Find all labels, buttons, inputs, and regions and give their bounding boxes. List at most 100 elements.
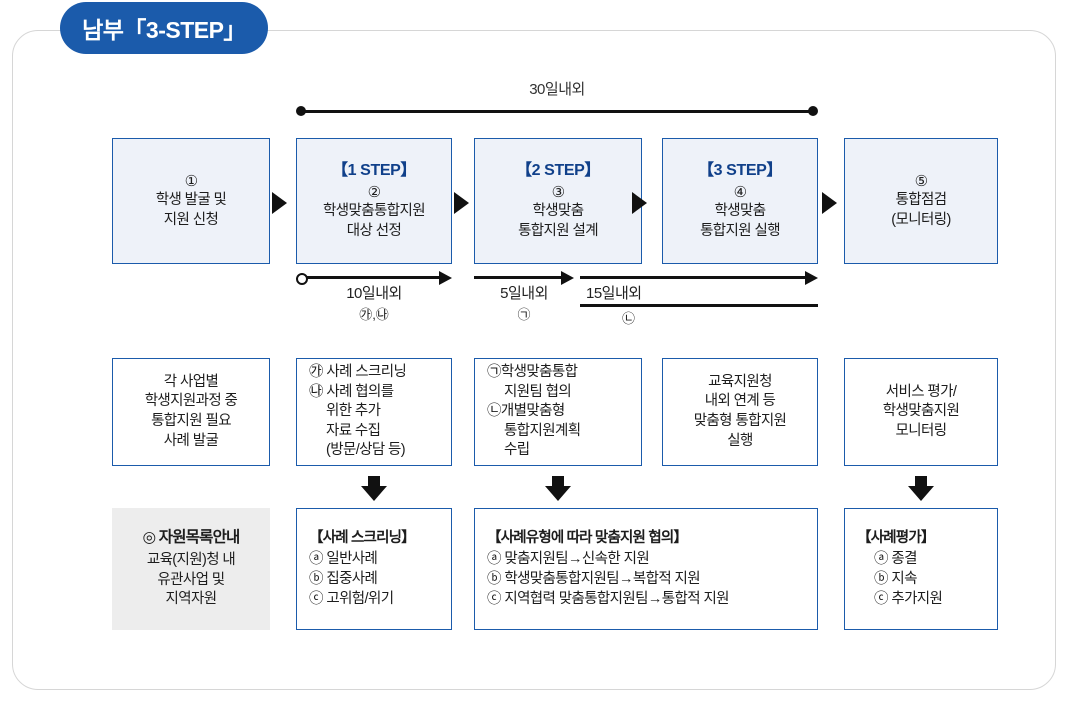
arrow-head-icon-2 [561,270,574,285]
outer-frame [12,30,1056,690]
step-2-number: ② [367,183,381,201]
mid-timeline-1-sub: ㉮,㉯ [359,307,389,322]
mid-timeline-2-label: 5일내외 [500,285,548,302]
resource-guide-line-2: 유관사업 및 [157,571,225,588]
step-2-line-2: 대상 선정 [346,223,402,240]
step-4-line-1: 학생맞춤 [714,203,767,220]
evaluation-line-2: ⓑ 지속 [874,571,917,587]
detail-box-2[interactable]: ㉮ 사례 스크리닝 ㉯ 사례 협의를 위한 추가 자료 수집 (방문/상담 등) [296,358,452,466]
step-box-5[interactable]: ⑤ 통합점검 (모니터링) [844,138,998,264]
arrow-down-icon-1 [361,476,387,502]
top-timeline: 30일내외 [296,78,818,118]
arrow-down-icon-3 [908,476,934,502]
mid-timeline-1: 10일내외 ㉮,㉯ [296,270,452,328]
detail-3-line-5: 수립 [504,442,530,459]
detail-3-line-2: 지원팀 협의 [504,383,572,400]
evaluation-line-3: ⓒ 추가지원 [874,590,943,607]
detail-box-1[interactable]: 각 사업별 학생지원과정 중 통합지원 필요 사례 발굴 [112,358,270,466]
timeline-end-dot-icon [808,106,818,116]
evaluation-head: 【사례평가】 [857,529,935,546]
title-badge: 남부「3-STEP」 [60,2,268,54]
mid-timeline-3-line [580,276,805,279]
step-box-3[interactable]: 【2 STEP】 ③ 학생맞춤 통합지원 설계 [474,138,642,264]
screening-head: 【사례 스크리닝】 [309,529,416,546]
mid-timeline-1-line [300,276,439,279]
detail-1-line-3: 통합지원 필요 [151,413,231,429]
step-3-line-2: 통합지원 설계 [518,223,598,240]
detail-2-line-5: (방문/상담 등) [326,442,406,459]
arrow-right-icon-1 [272,192,287,214]
detail-1-line-2: 학생지원과정 중 [144,393,238,410]
detail-box-3[interactable]: ㉠학생맞춤통합 지원팀 협의 ㉡개별맞춤형 통합지원계획 수립 [474,358,642,466]
detail-4-line-3: 맞춤형 통합지원 [693,413,787,429]
arrow-right-icon-4 [822,192,837,214]
detail-box-5[interactable]: 서비스 평가/ 학생맞춤지원 모니터링 [844,358,998,466]
detail-5-line-2: 학생맞춤지원 [882,403,960,420]
top-timeline-label: 30일내외 [529,81,585,98]
consultation-line-2: ⓑ 학생맞춤통합지원팀→복합적 지원 [487,571,701,587]
step-5-line-2: (모니터링) [891,211,951,228]
mid-timeline-3-label: 15일내외 [586,285,642,302]
consultation-head: 【사례유형에 따라 맞춤지원 협의】 [487,529,688,546]
step-4-label: 【3 STEP】 [698,162,782,180]
evaluation-box[interactable]: 【사례평가】 ⓐ 종결 ⓑ 지속 ⓒ 추가지원 [844,508,998,630]
mid-timeline-2: 5일내외 ㉠ [474,270,574,328]
step-2-line-1: 학생맞춤통합지원 [323,203,426,220]
detail-4-line-1: 교육지원청 [708,373,772,390]
step-1-line-2: 지원 신청 [163,211,219,228]
arrow-right-icon-3 [632,192,647,214]
evaluation-line-1: ⓐ 종결 [874,551,917,568]
step-5-number: ⑤ [914,172,928,190]
step-3-number: ③ [551,183,565,201]
detail-3-line-1: ㉠학생맞춤통합 [487,364,578,381]
detail-3-line-4: 통합지원계획 [504,422,581,439]
detail-2-line-1: ㉮ 사례 스크리닝 [309,364,407,381]
detail-5-line-1: 서비스 평가/ [885,383,957,400]
detail-4-line-2: 내외 연계 등 [704,393,776,410]
mid-timeline-2-sub: ㉠ [517,307,531,322]
detail-2-line-3: 위한 추가 [326,403,381,420]
mid-timeline-3-sub: ㉡ [622,311,636,326]
step-5-line-1: 통합점검 [895,192,948,209]
mid-timeline-3-rule [580,304,818,307]
top-timeline-line [300,110,814,113]
step-1-number: ① [184,172,198,190]
resource-guide-line-1: 교육(지원)청 내 [146,552,236,569]
detail-4-line-4: 실행 [727,432,753,449]
mid-timeline-1-label: 10일내외 [346,285,402,302]
timeline-start-dot-icon [296,106,306,116]
detail-1-line-1: 각 사업별 [163,373,219,390]
screening-box[interactable]: 【사례 스크리닝】 ⓐ 일반사례 ⓑ 집중사례 ⓒ 고위험/위기 [296,508,452,630]
step-4-number: ④ [733,183,747,201]
screening-line-1: ⓐ 일반사례 [309,551,378,568]
detail-box-4[interactable]: 교육지원청 내외 연계 등 맞춤형 통합지원 실행 [662,358,818,466]
consultation-line-1: ⓐ 맞춤지원팀→신속한 지원 [487,551,650,568]
detail-2-line-2: ㉯ 사례 협의를 [309,383,394,400]
step-3-label: 【2 STEP】 [516,162,600,180]
timeline-open-dot-icon [296,272,308,285]
arrow-down-icon-2 [545,476,571,502]
detail-2-line-4: 자료 수집 [326,422,381,439]
screening-line-2: ⓑ 집중사례 [309,571,378,587]
mid-timeline-2-line [474,276,561,279]
resource-guide-head: ◎ 자원목록안내 [142,529,241,547]
arrow-head-icon-1 [439,270,452,285]
step-box-1[interactable]: ① 학생 발굴 및 지원 신청 [112,138,270,264]
consultation-line-3: ⓒ 지역협력 맞춤통합지원팀→통합적 지원 [487,590,730,607]
step-3-line-1: 학생맞춤 [532,203,585,220]
step-2-label: 【1 STEP】 [332,162,416,180]
mid-timeline-3: 15일내외 ㉡ [580,270,818,328]
step-box-4[interactable]: 【3 STEP】 ④ 학생맞춤 통합지원 실행 [662,138,818,264]
step-box-2[interactable]: 【1 STEP】 ② 학생맞춤통합지원 대상 선정 [296,138,452,264]
step-1-line-1: 학생 발굴 및 [155,192,227,209]
detail-5-line-3: 모니터링 [895,422,948,439]
resource-guide-box[interactable]: ◎ 자원목록안내 교육(지원)청 내 유관사업 및 지역자원 [112,508,270,630]
consultation-box[interactable]: 【사례유형에 따라 맞춤지원 협의】 ⓐ 맞춤지원팀→신속한 지원 ⓑ 학생맞춤… [474,508,818,630]
resource-guide-line-3: 지역자원 [165,591,218,608]
detail-1-line-4: 사례 발굴 [163,432,219,449]
detail-3-line-3: ㉡개별맞춤형 [487,403,565,420]
arrow-right-icon-2 [454,192,469,214]
arrow-head-icon-3 [805,270,818,285]
step-4-line-2: 통합지원 실행 [700,223,780,240]
